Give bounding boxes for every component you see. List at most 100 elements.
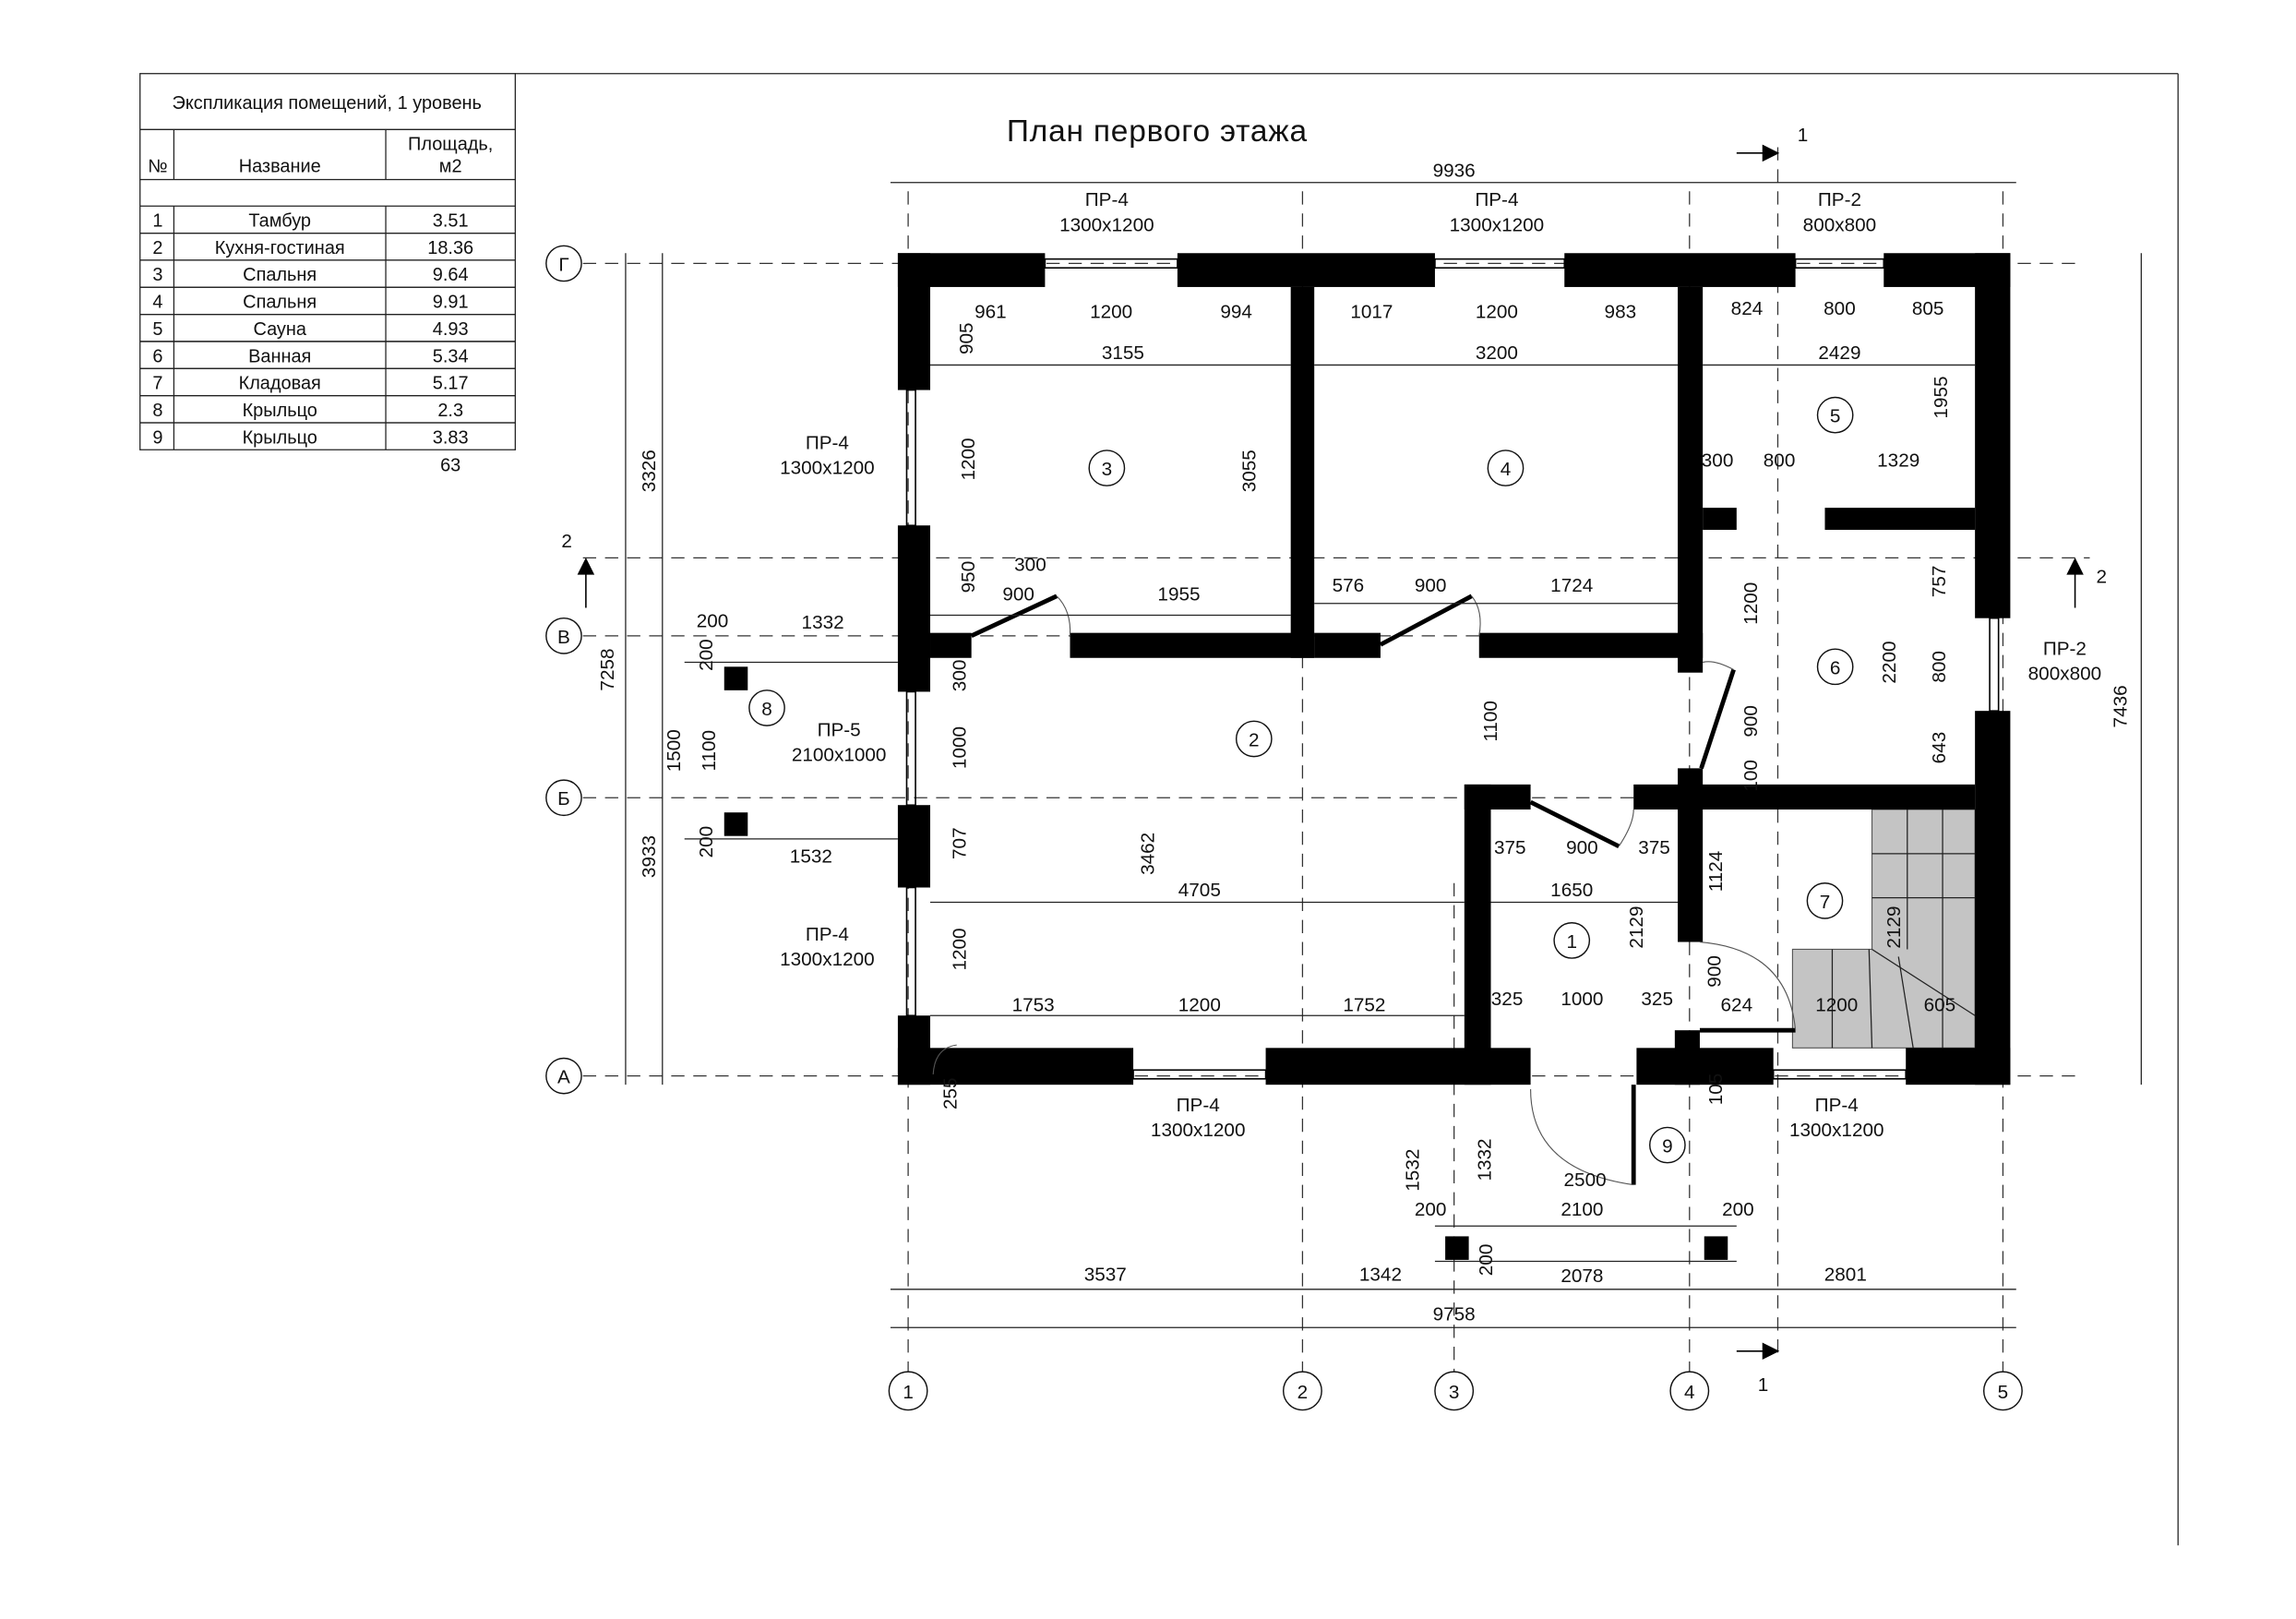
dimension-label: 2129 xyxy=(1883,906,1905,949)
section-mark-label: 1 xyxy=(1758,1374,1769,1396)
dimension-label: 1200 xyxy=(958,438,979,480)
sheet-frame xyxy=(515,73,2179,1546)
dimension-label: 3055 xyxy=(1238,450,1260,492)
row-number: 3 xyxy=(152,265,162,285)
dimension-label: 1200 xyxy=(949,928,970,970)
axis-marker-number-label: 2 xyxy=(1297,1382,1309,1403)
dimension-label: 2129 xyxy=(1626,906,1647,949)
window-type-label: ПР-2 xyxy=(1818,189,1861,210)
dimension-label: 1650 xyxy=(1550,880,1593,901)
axis-marker-number: 5 xyxy=(1982,1371,2023,1411)
room-number-marker-circle xyxy=(1235,720,1273,758)
room-name: Ванная xyxy=(248,346,311,366)
dimension-label: 375 xyxy=(1638,837,1670,858)
dimension-label: 1000 xyxy=(1561,989,1603,1010)
dimension-label: 900 xyxy=(1566,837,1598,858)
section-arrow-icon xyxy=(1736,1342,1780,1361)
dimension-label: 1200 xyxy=(1815,994,1858,1015)
dimension-label: 1342 xyxy=(1359,1264,1402,1285)
dimension-label: 200 xyxy=(697,610,729,631)
dimension-label: 2500 xyxy=(1564,1169,1607,1191)
dimension-label: 1200 xyxy=(1740,582,1762,625)
dimension-label: 643 xyxy=(1929,732,1950,764)
room-number-marker-circle xyxy=(1816,396,1854,434)
dimension-label: 300 xyxy=(1702,450,1734,471)
axis-marker-letter: Б xyxy=(545,779,582,817)
doors xyxy=(932,594,1797,1186)
window-type-label: ПР-4 xyxy=(806,432,849,453)
dimension-label: 900 xyxy=(1704,955,1725,988)
dimension-label: 2200 xyxy=(1879,641,1900,683)
dimension-label: 7436 xyxy=(2110,685,2131,727)
axis-marker-letter-circle xyxy=(545,779,582,817)
dimension-label: 1532 xyxy=(790,845,832,867)
dimension-label: 1200 xyxy=(1178,994,1221,1015)
room-name: Кладовая xyxy=(239,374,321,394)
window-size-label: 1300x1200 xyxy=(780,949,875,970)
room-name: Крыльцо xyxy=(243,427,317,448)
dimension-label: 1752 xyxy=(1343,994,1385,1015)
axis-marker-number-circle xyxy=(1669,1371,1710,1411)
room-name: Кухня-гостиная xyxy=(215,238,345,258)
room-number-marker-label: 6 xyxy=(1830,657,1841,678)
axis-marker-letter-circle xyxy=(545,245,582,282)
room-number-marker: 8 xyxy=(748,690,785,726)
room-number-marker: 1 xyxy=(1553,922,1591,959)
dimension-label: 325 xyxy=(1491,989,1524,1010)
axis-marker-letter: В xyxy=(545,617,582,654)
dimension-label: 1200 xyxy=(1090,301,1132,322)
dimension-label: 375 xyxy=(1494,837,1526,858)
dimension-label: 994 xyxy=(1220,301,1252,322)
window-type-label: ПР-4 xyxy=(1177,1095,1220,1116)
window-size-label: 2100x1000 xyxy=(792,744,887,765)
dimension-label: 3537 xyxy=(1084,1264,1127,1285)
dimension-label: 9758 xyxy=(1433,1303,1476,1325)
room-area: 9.91 xyxy=(433,293,469,313)
section-mark-label: 2 xyxy=(561,531,572,552)
dimension-label: 605 xyxy=(1924,994,1956,1015)
room-number-marker-circle xyxy=(748,690,785,726)
dimension-label: 9936 xyxy=(1433,160,1476,181)
dimension-label: 1100 xyxy=(699,730,720,772)
axis-marker-number-label: 3 xyxy=(1449,1382,1460,1403)
axis-marker-number-circle xyxy=(1982,1371,2023,1411)
room-number-marker-label: 1 xyxy=(1566,931,1577,953)
dimension-label: 2100 xyxy=(1561,1199,1603,1220)
dimension-label: 200 xyxy=(696,826,717,858)
axis-marker-letter-label: В xyxy=(557,627,570,648)
page-title: План первого этажа xyxy=(1007,114,1308,149)
dimension-label: 300 xyxy=(1014,555,1046,576)
room-number-marker: 3 xyxy=(1088,450,1126,486)
room-number-marker-circle xyxy=(1487,450,1525,486)
section-arrow-icon xyxy=(2066,558,2084,608)
dimension-label: 1332 xyxy=(802,612,844,633)
axis-marker-number: 4 xyxy=(1669,1371,1710,1411)
axis-marker-number-label: 4 xyxy=(1684,1382,1695,1403)
window-size-label: 1300x1200 xyxy=(1059,214,1154,235)
window-size-label: 800x800 xyxy=(1803,214,1876,235)
dimension-label: 1200 xyxy=(1476,301,1518,322)
dimension-label: 200 xyxy=(1722,1199,1754,1220)
room-number-marker: 6 xyxy=(1816,648,1854,686)
window-type-label: ПР-2 xyxy=(2043,639,2087,660)
room-area: 18.36 xyxy=(427,238,473,258)
room-area: 5.17 xyxy=(433,374,469,394)
dimension-label: 7258 xyxy=(597,648,618,690)
room-number-marker-label: 8 xyxy=(761,699,772,720)
axis-marker-letter-label: А xyxy=(557,1067,570,1088)
dimension-label: 1532 xyxy=(1402,1149,1423,1192)
window-size-label: 1300x1200 xyxy=(1789,1120,1884,1141)
explication-table: Экспликация помещений, 1 уровень № Назва… xyxy=(139,73,516,475)
room-number-marker-label: 3 xyxy=(1102,459,1113,480)
window-type-label: ПР-4 xyxy=(1815,1095,1859,1116)
axis-marker-letter: Г xyxy=(545,245,582,282)
room-number-marker-label: 4 xyxy=(1501,459,1512,480)
window-type-label: ПР-4 xyxy=(1085,189,1129,210)
dimension-label: 1329 xyxy=(1877,450,1919,471)
dimension-label: 3155 xyxy=(1102,342,1144,364)
row-number: 9 xyxy=(152,427,162,448)
